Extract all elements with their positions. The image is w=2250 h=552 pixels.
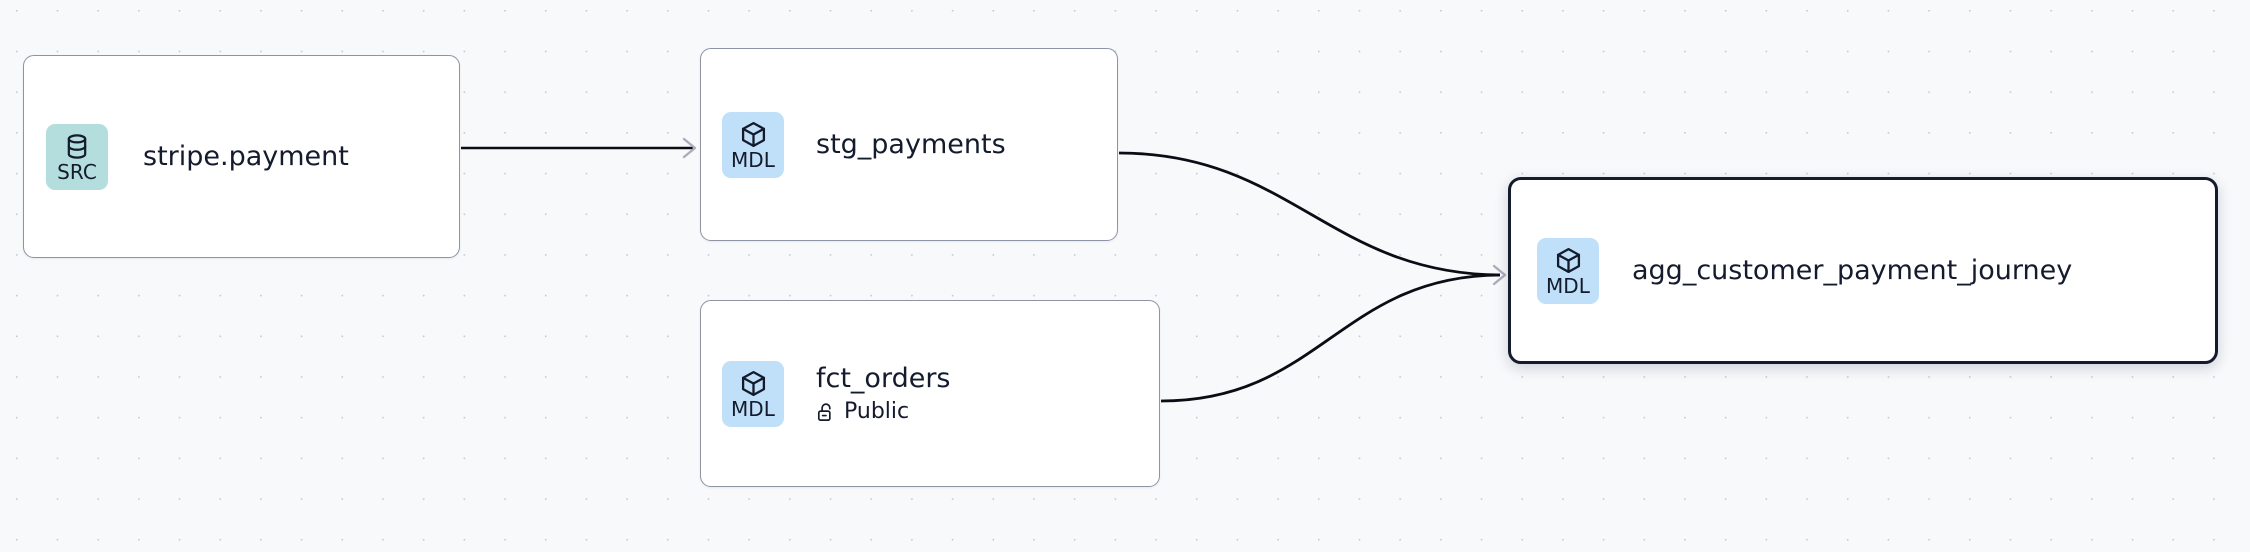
badge-mdl: MDL (1537, 237, 1599, 304)
visibility-label: Public (844, 398, 910, 424)
node-body: stripe.payment (143, 141, 349, 173)
badge-mdl: MDL (722, 111, 784, 178)
cube-icon (741, 121, 765, 147)
node-fct-orders[interactable]: MDL fct_orders Public (700, 300, 1160, 487)
node-stripe-payment[interactable]: SRC stripe.payment (23, 55, 460, 258)
edge-stripe-payment-to-stg-payments (461, 137, 697, 159)
edge-arrowhead-agg-customer (1492, 264, 1507, 286)
node-body: agg_customer_payment_journey (1632, 255, 2072, 287)
cube-icon (741, 370, 765, 396)
cube-icon (1556, 247, 1580, 273)
node-body: stg_payments (816, 129, 1006, 161)
badge-label: MDL (1545, 273, 1591, 298)
badge-label: MDL (730, 147, 776, 172)
badge-src: SRC (46, 123, 108, 190)
badge-label: MDL (730, 396, 776, 421)
node-title: agg_customer_payment_journey (1632, 254, 2073, 286)
node-title: stripe.payment (143, 140, 349, 172)
badge-label: SRC (57, 159, 97, 184)
edge-fct-orders-to-agg-customer (1160, 273, 1501, 403)
node-agg-customer-payment-journey[interactable]: MDL agg_customer_payment_journey (1508, 177, 2218, 364)
database-icon (67, 133, 87, 159)
unlock-icon (817, 402, 831, 421)
node-visibility: Public (816, 399, 951, 425)
node-title: fct_orders (816, 362, 951, 394)
node-body: fct_orders Public (816, 363, 951, 425)
node-stg-payments[interactable]: MDL stg_payments (700, 48, 1118, 241)
node-title: stg_payments (816, 128, 1006, 160)
badge-mdl: MDL (722, 360, 784, 427)
edge-stg-payments-to-agg-customer (1118, 151, 1501, 277)
